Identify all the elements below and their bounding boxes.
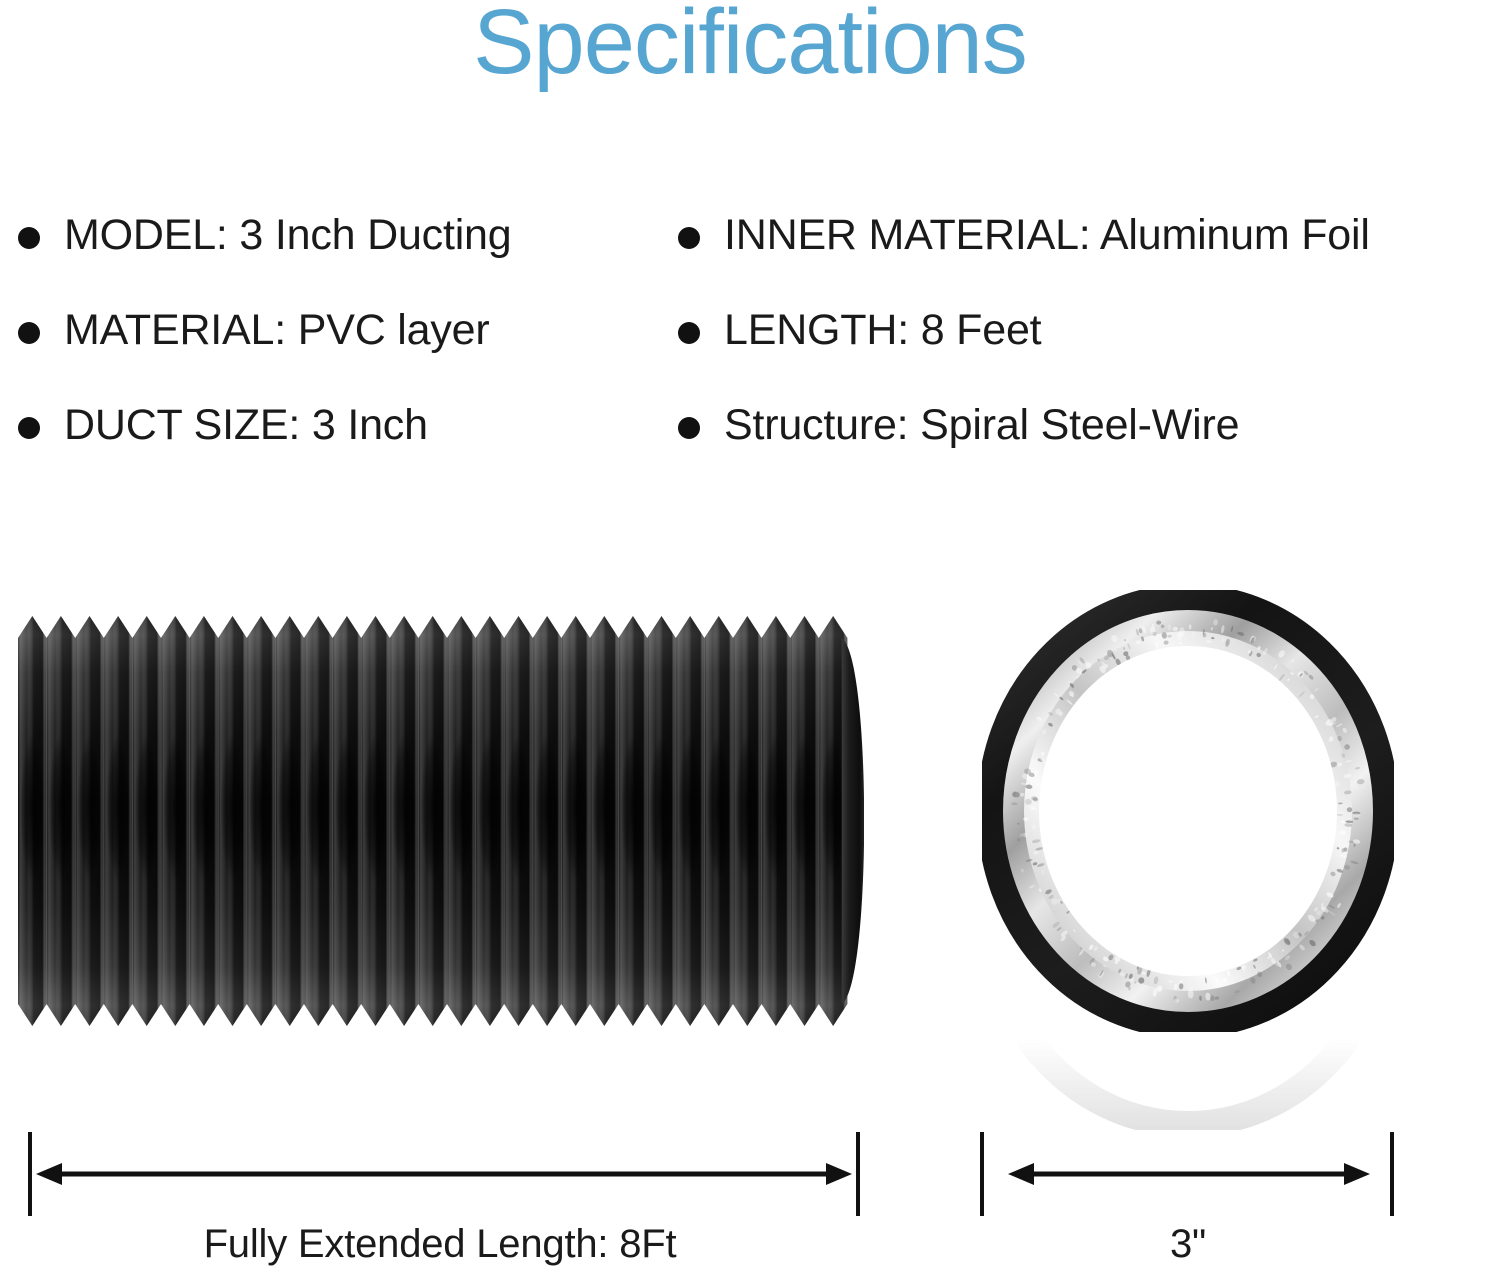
bullet-icon xyxy=(18,227,40,249)
bullet-icon xyxy=(678,322,700,344)
ring-image xyxy=(977,584,1399,1038)
bullet-icon xyxy=(18,417,40,439)
caption-diameter: 3" xyxy=(1169,1222,1207,1266)
spec-item-structure: Structure: Spiral Steel-Wire xyxy=(668,395,1498,490)
bullet-icon xyxy=(18,322,40,344)
bullet-icon xyxy=(678,417,700,439)
spec-item-inner-material: INNER MATERIAL: Aluminum Foil xyxy=(668,205,1498,300)
spec-text-length: LENGTH: 8 Feet xyxy=(724,306,1042,354)
spec-text-duct-size: DUCT SIZE: 3 Inch xyxy=(64,401,428,449)
spec-item-material: MATERIAL: PVC layer xyxy=(8,300,648,395)
product-image-area xyxy=(0,560,1500,1137)
caption-fully-extended-length: Fully Extended Length: 8Ft xyxy=(203,1222,677,1266)
dimension-length xyxy=(20,1128,870,1220)
spec-text-material: MATERIAL: PVC layer xyxy=(64,306,490,354)
spec-text-inner-material: INNER MATERIAL: Aluminum Foil xyxy=(724,211,1370,259)
spec-item-length: LENGTH: 8 Feet xyxy=(668,300,1498,395)
spec-list-right: INNER MATERIAL: Aluminum Foil LENGTH: 8 … xyxy=(668,205,1498,490)
ring-reflection xyxy=(975,681,1401,1137)
spec-list-left: MODEL: 3 Inch Ducting MATERIAL: PVC laye… xyxy=(8,205,648,490)
page-title: Specifications xyxy=(473,0,1028,93)
spec-text-structure: Structure: Spiral Steel-Wire xyxy=(724,401,1240,449)
spec-text-model: MODEL: 3 Inch Ducting xyxy=(64,211,512,259)
duct-image xyxy=(16,604,865,1036)
spec-item-model: MODEL: 3 Inch Ducting xyxy=(8,205,648,300)
bullet-icon xyxy=(678,227,700,249)
dimension-diameter xyxy=(972,1128,1404,1220)
spec-item-duct-size: DUCT SIZE: 3 Inch xyxy=(8,395,648,490)
